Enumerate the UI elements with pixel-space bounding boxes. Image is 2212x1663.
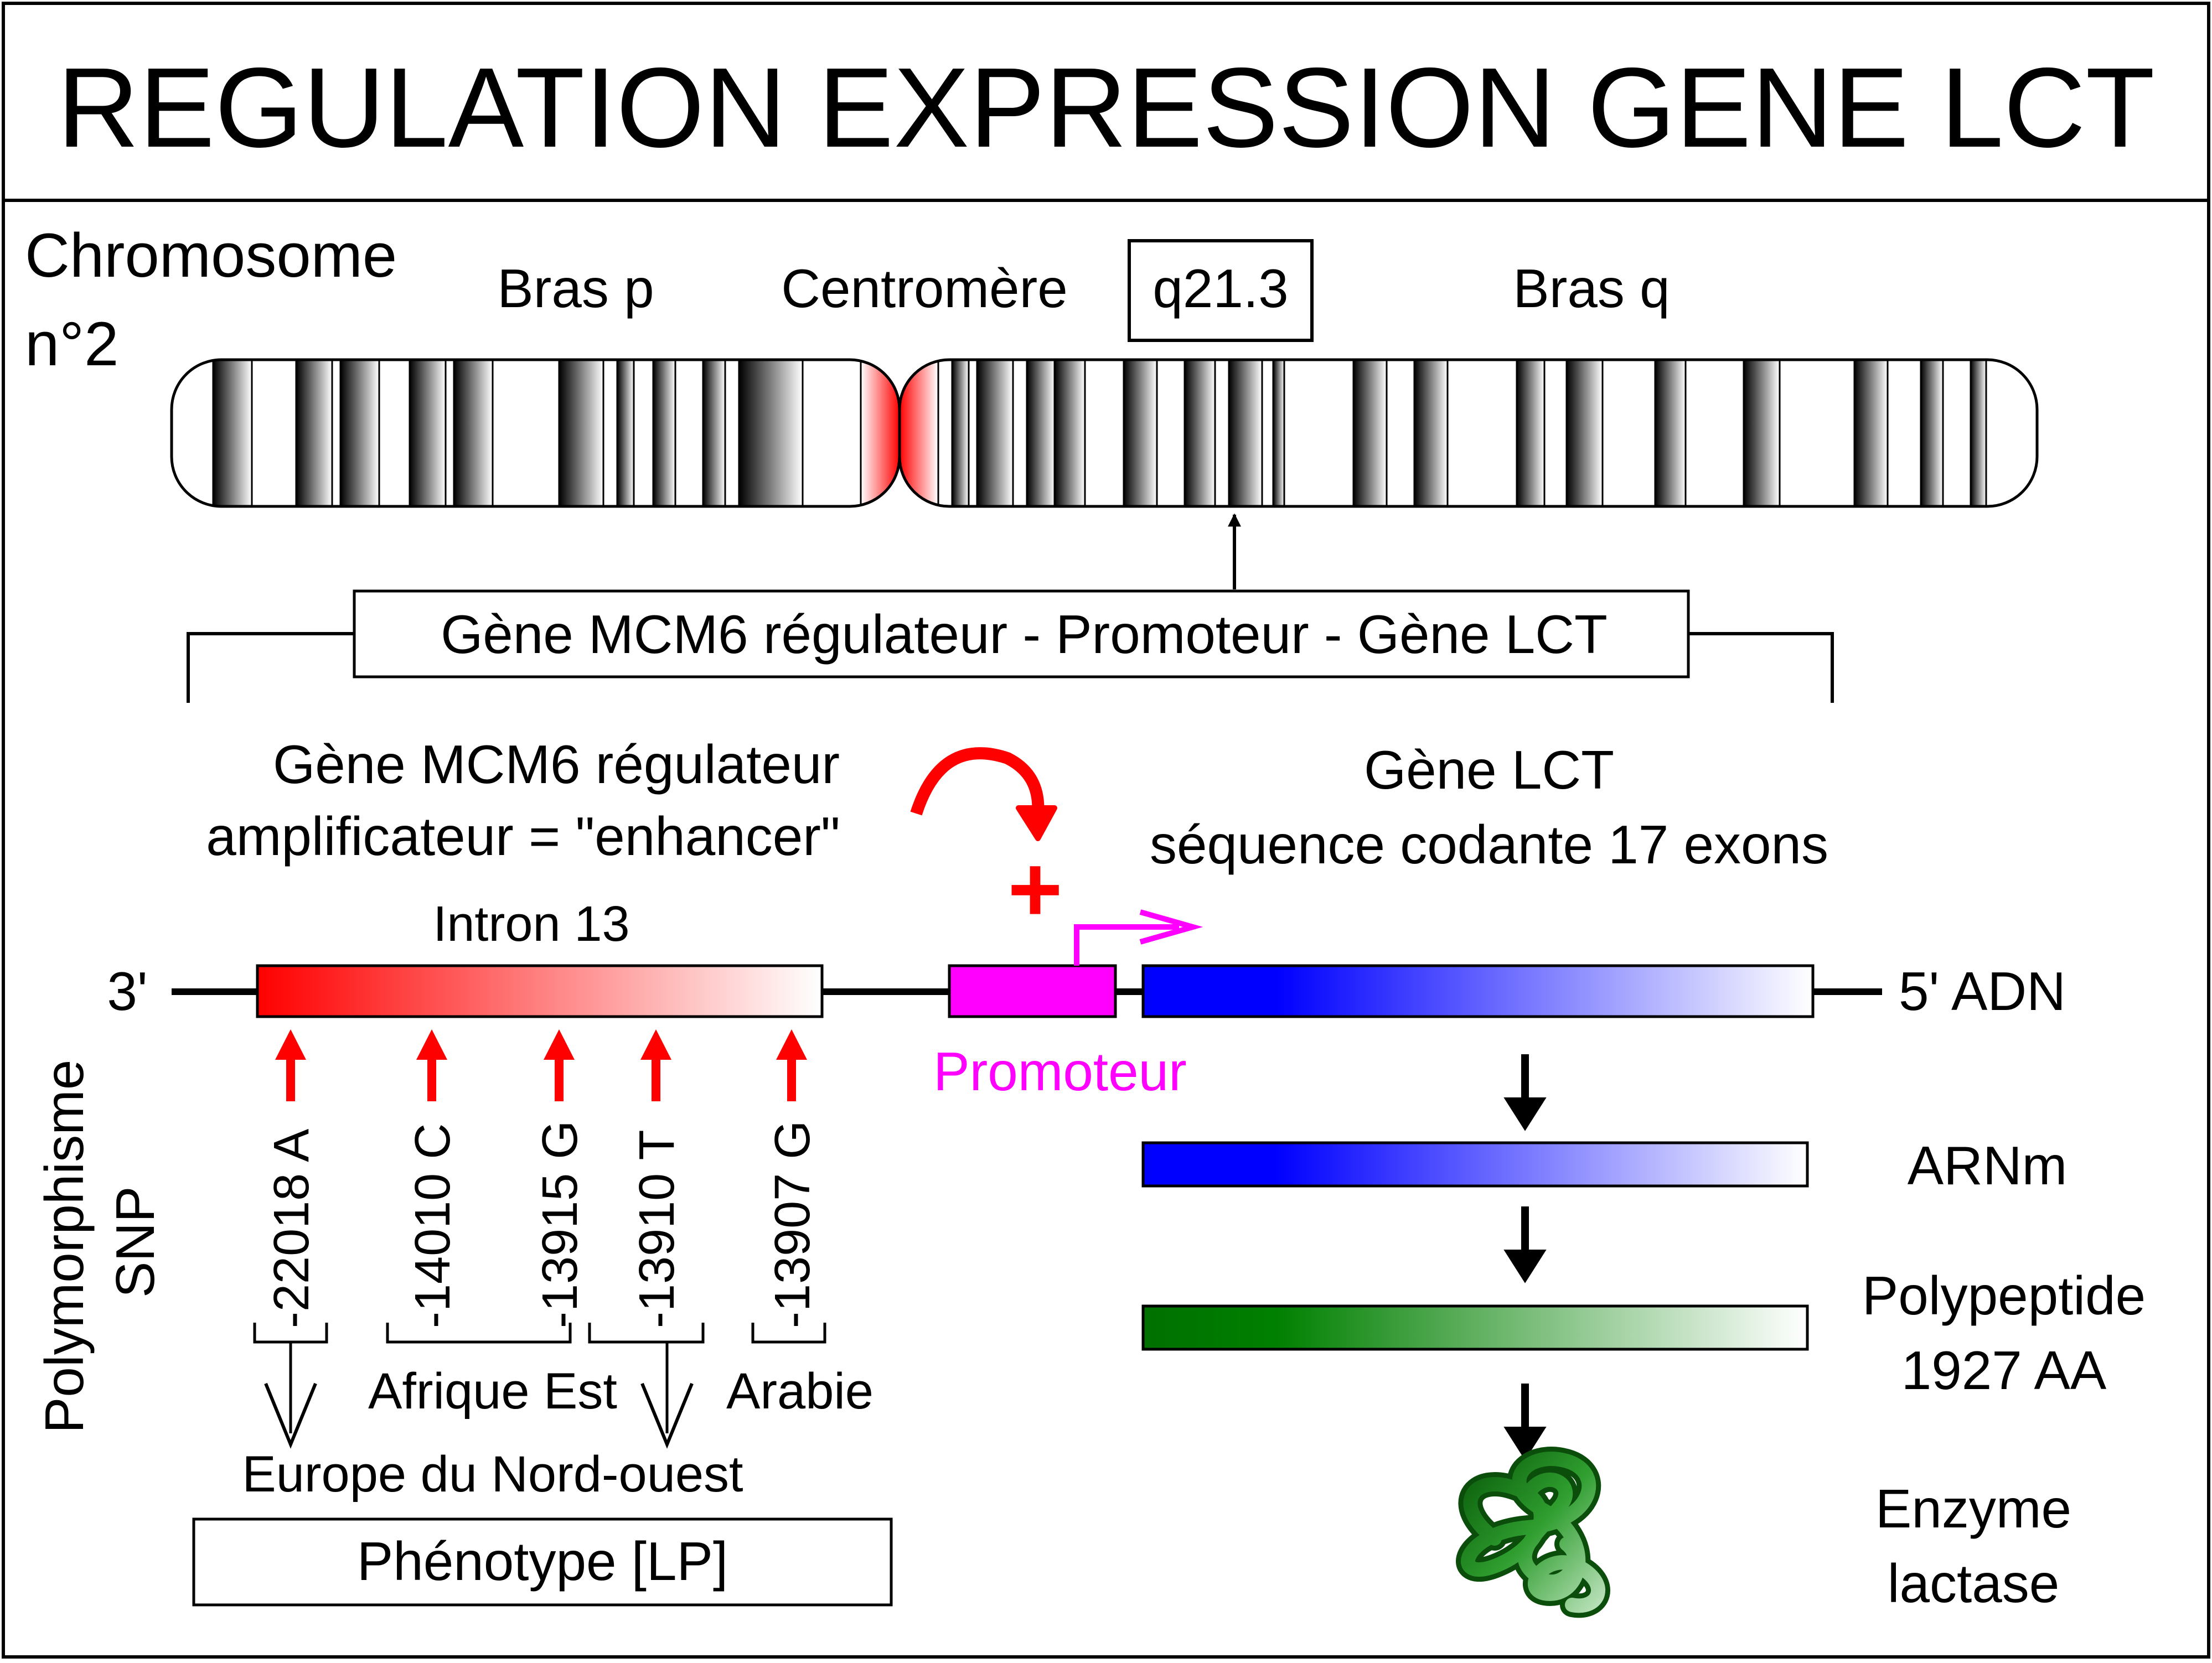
chromosome-band bbox=[951, 360, 970, 506]
arm-q-label: Bras q bbox=[1513, 258, 1670, 319]
chromosome-arm-p bbox=[170, 358, 901, 508]
band-label: q21.3 bbox=[1152, 258, 1288, 319]
snp-markers: -22018 A -14010 C -13915 G -13910 T -13907 G bbox=[264, 1029, 820, 1328]
phenotype-label: Phénotype [LP] bbox=[357, 1531, 728, 1592]
intron-label: Intron 13 bbox=[433, 897, 629, 952]
chromosome-band bbox=[1183, 360, 1216, 506]
region-africa-east: Afrique Est bbox=[368, 1363, 617, 1419]
chromosome-band bbox=[1413, 360, 1449, 506]
activation-arrow bbox=[910, 747, 1057, 841]
snp-variant-label: -13910 T bbox=[629, 1130, 685, 1328]
region-bracket bbox=[187, 632, 1834, 703]
promoter-region bbox=[948, 964, 1117, 1018]
chromosome-band bbox=[1654, 360, 1687, 506]
chromosome-number: n°2 bbox=[25, 309, 118, 379]
arm-p-label: Bras p bbox=[497, 258, 654, 319]
dna-5prime-label: 5' ADN bbox=[1899, 961, 2066, 1022]
chromosome-band bbox=[652, 360, 676, 506]
mrna-label: ARNm bbox=[1908, 1135, 2068, 1196]
centromere-band bbox=[860, 360, 900, 506]
enzyme-label-line1: Enzyme bbox=[1875, 1478, 2071, 1539]
region-box bbox=[353, 589, 1690, 678]
chromosome-band bbox=[1920, 360, 1944, 506]
chromosome-band bbox=[409, 360, 447, 506]
polypeptide-label-line2: 1927 AA bbox=[1901, 1340, 2107, 1401]
transcription-start-arrow bbox=[1074, 924, 1179, 966]
chromosome-band bbox=[702, 360, 726, 506]
expression-arrows bbox=[1503, 1054, 1547, 1460]
enhancer-label-line1: Gène MCM6 régulateur bbox=[273, 734, 840, 795]
snp-arrow-head bbox=[640, 1029, 671, 1060]
chromosome-band bbox=[1743, 360, 1781, 506]
population-brackets bbox=[253, 1323, 826, 1433]
chromosome-band bbox=[1970, 360, 1987, 506]
chromosome-band bbox=[1352, 360, 1388, 506]
lct-label-line2: séquence codante 17 exons bbox=[1150, 814, 1828, 875]
page-title: REGULATION EXPRESSION GENE LCT bbox=[57, 44, 2155, 171]
snp-arrow-head bbox=[416, 1029, 447, 1060]
chromosome-band bbox=[1053, 360, 1086, 506]
chromosome-band bbox=[616, 360, 635, 506]
chromosome-band bbox=[558, 360, 604, 506]
promoter-label: Promoteur bbox=[933, 1041, 1187, 1102]
snp-axis-label-line2: SNP bbox=[105, 1186, 166, 1298]
enhancer-region bbox=[256, 964, 824, 1018]
transcription-arrowhead bbox=[1139, 909, 1203, 945]
chromosome-band bbox=[339, 360, 380, 506]
polypeptide-bar bbox=[1141, 1304, 1809, 1351]
enzyme-label-line2: lactase bbox=[1888, 1553, 2060, 1614]
snp-variant-label: -13915 G bbox=[533, 1121, 588, 1328]
snp-arrow-head bbox=[776, 1029, 807, 1060]
phenotype-box bbox=[192, 1517, 893, 1607]
lct-gene-region bbox=[1141, 964, 1815, 1018]
enhancer-label-line2: amplificateur = "enhancer" bbox=[206, 806, 840, 867]
chromosome-band bbox=[1853, 360, 1889, 506]
band-box bbox=[1128, 239, 1314, 342]
chromosome-band bbox=[1228, 360, 1263, 506]
lct-label-line1: Gène LCT bbox=[1364, 739, 1614, 800]
snp-axis-label-line1: Polymorphisme bbox=[34, 1060, 95, 1433]
east-africa-arrow bbox=[640, 1382, 694, 1449]
chromosome-arm-q bbox=[898, 358, 2039, 508]
centromere-label: Centromère bbox=[781, 258, 1067, 319]
region-nw-europe: Europe du Nord-ouest bbox=[242, 1446, 743, 1503]
mrna-bar bbox=[1141, 1141, 1809, 1188]
chromosome-band bbox=[1516, 360, 1546, 506]
centromere-band bbox=[900, 360, 939, 506]
snp-arrow-head bbox=[544, 1029, 575, 1060]
chromosome-band bbox=[738, 360, 804, 506]
snp-arrow-head bbox=[275, 1029, 306, 1060]
snp-variant-label: -22018 A bbox=[264, 1129, 319, 1328]
chromosome-band bbox=[1026, 360, 1056, 506]
snp-variant-label: -14010 C bbox=[405, 1123, 461, 1328]
chromosome-band bbox=[212, 360, 253, 506]
chromosome-band bbox=[1123, 360, 1158, 506]
lactase-enzyme-icon bbox=[1456, 1447, 1610, 1618]
plus-sign: + bbox=[1007, 837, 1062, 942]
region-label: Gène MCM6 régulateur - Promoteur - Gène … bbox=[441, 604, 1608, 665]
snp-variant-label: -13907 G bbox=[765, 1121, 820, 1328]
chromosome-band bbox=[295, 360, 333, 506]
europe-arrow bbox=[264, 1382, 317, 1449]
chromosome-band bbox=[453, 360, 494, 506]
dna-3prime: 3' bbox=[107, 961, 147, 1022]
chromosome-band bbox=[976, 360, 1014, 506]
chromosome-band bbox=[1565, 360, 1604, 506]
region-arabia: Arabie bbox=[726, 1363, 874, 1419]
chromosome-band bbox=[1272, 360, 1285, 506]
polypeptide-label-line1: Polypeptide bbox=[1862, 1265, 2146, 1326]
chromosome-label: Chromosome bbox=[25, 221, 397, 290]
